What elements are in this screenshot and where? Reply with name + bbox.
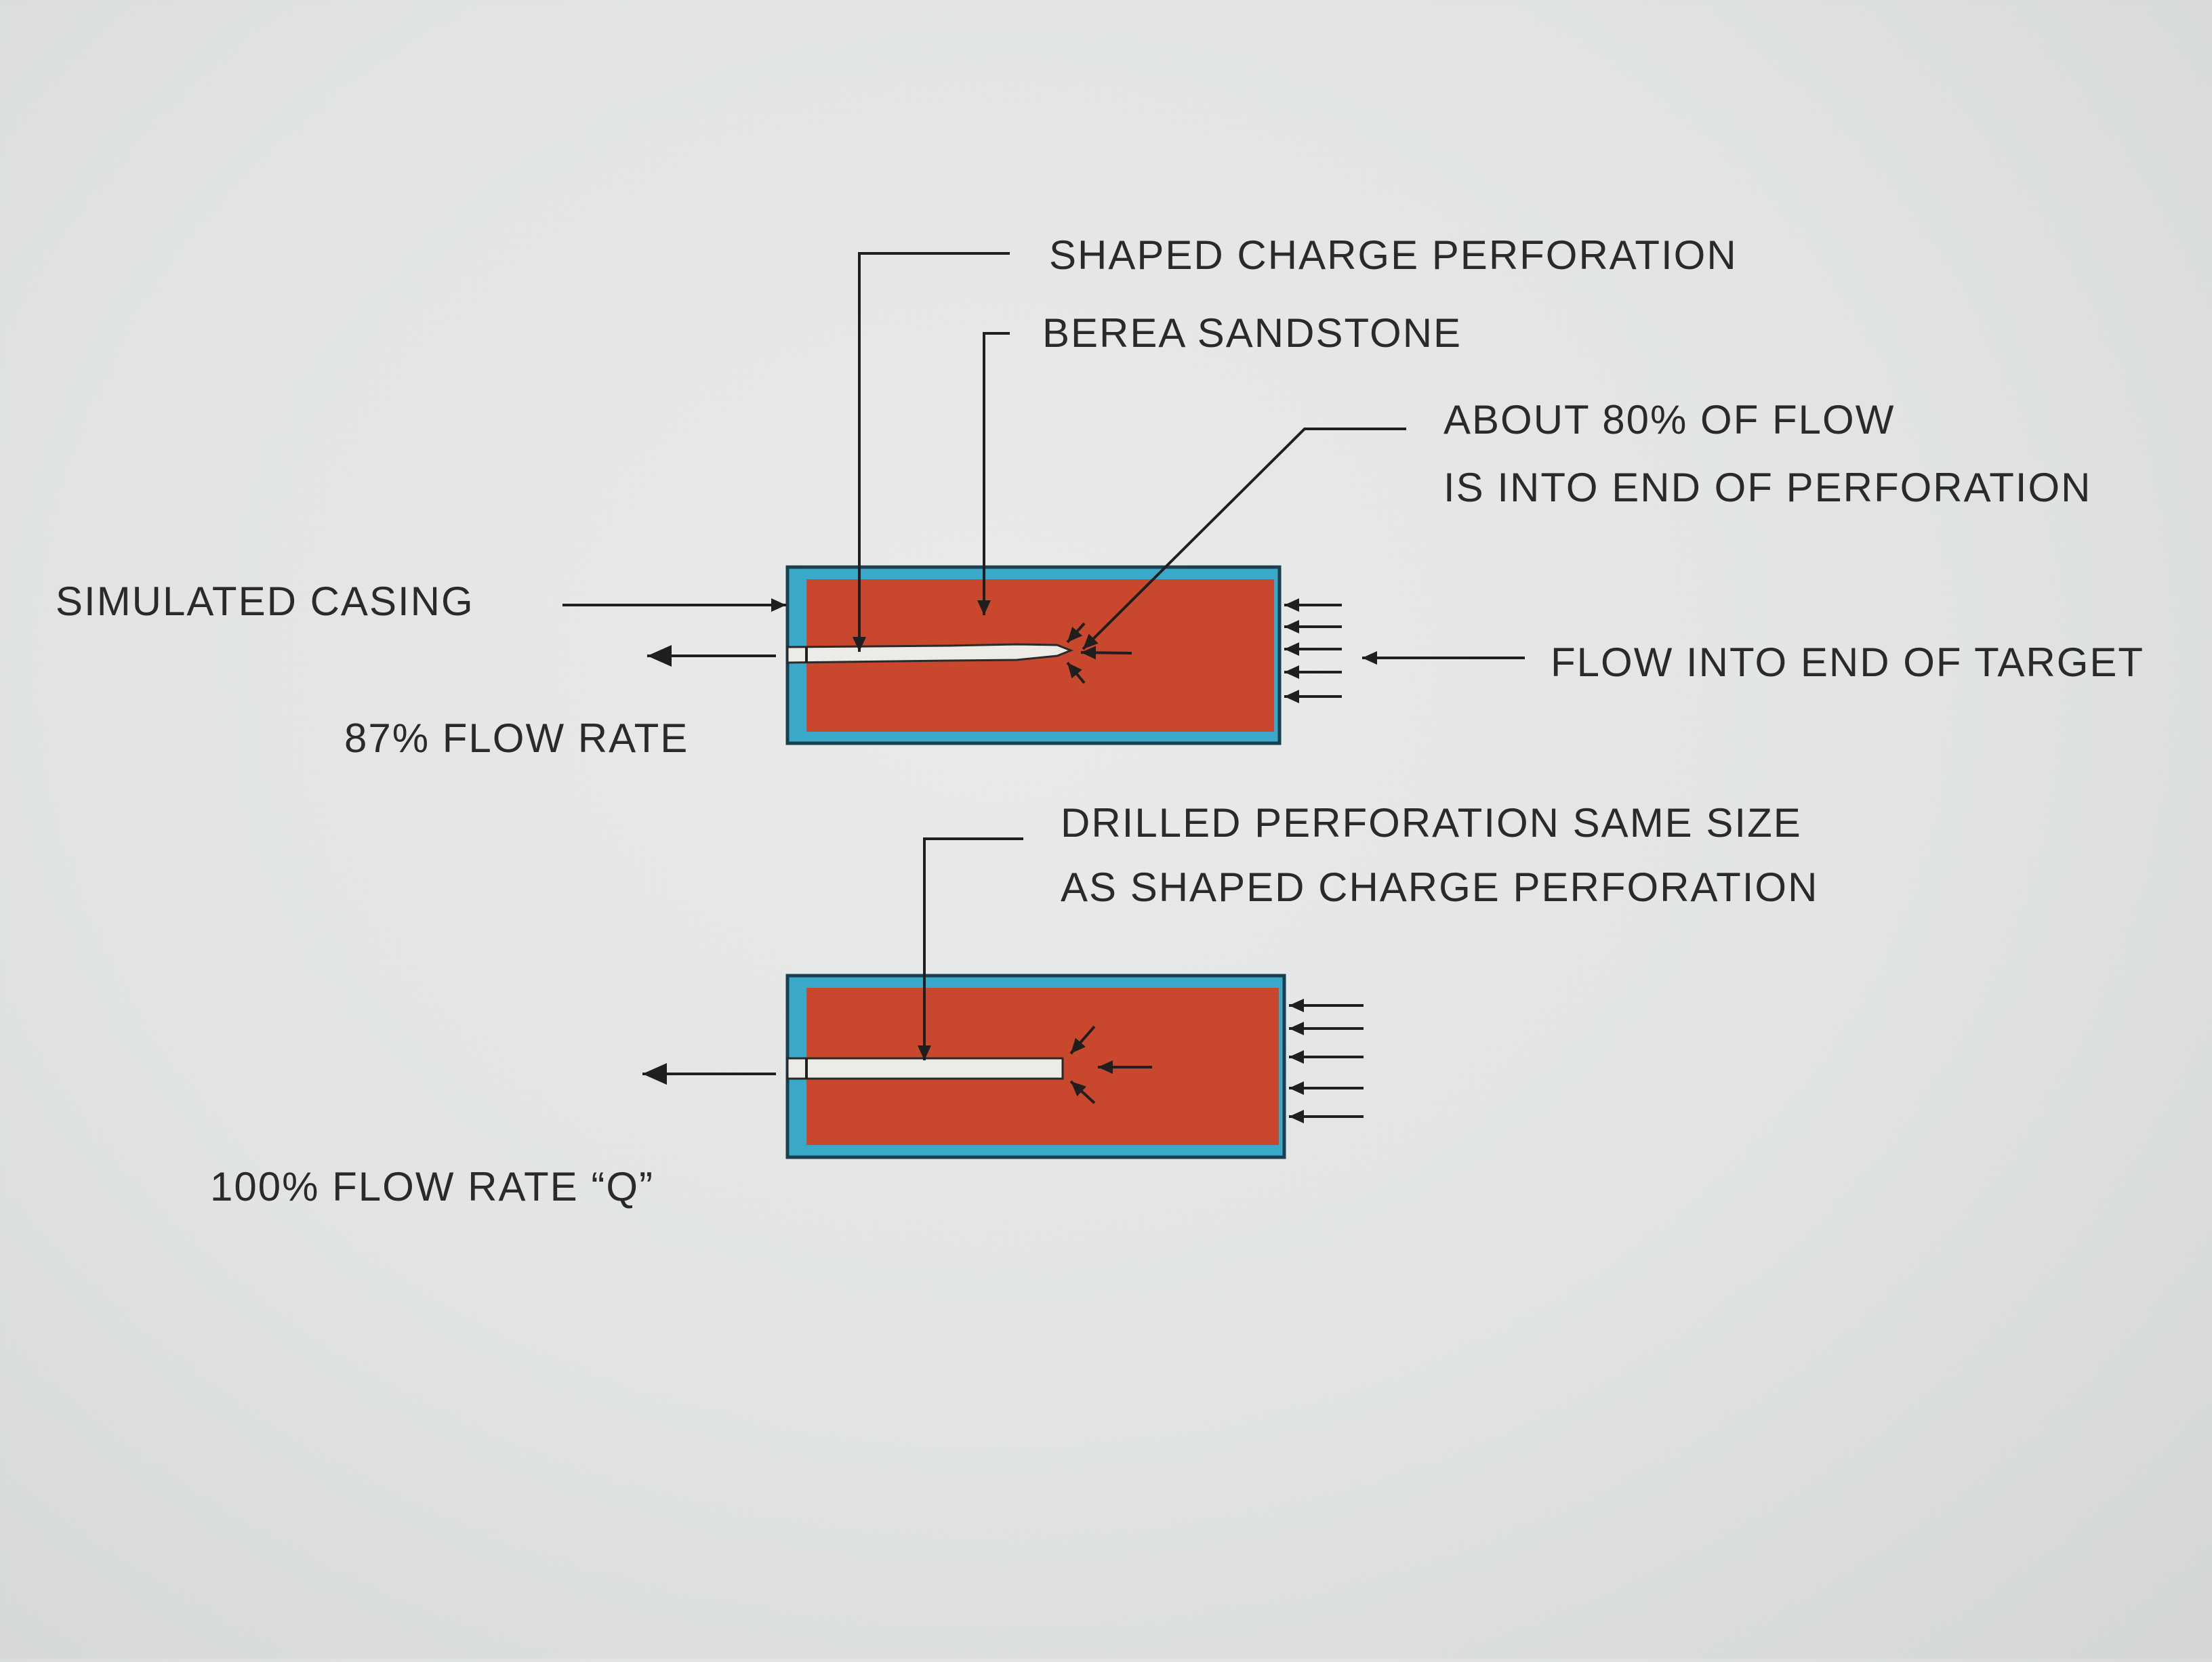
bottom-tip-arrow-upper [1069,1025,1096,1055]
label-flow-rate-100: 100% FLOW RATE “Q” [210,1164,654,1209]
label-about-80-line2: IS INTO END OF PERFORATION [1443,465,2092,510]
label-flow-rate-87: 87% FLOW RATE [344,715,689,761]
label-berea-sandstone: BEREA SANDSTONE [1042,310,1462,356]
drilled-target [785,974,1286,1159]
shaped-charge-leader [853,252,1010,652]
label-flow-into-end: FLOW INTO END OF TARGET [1551,640,2144,685]
label-about-80-line1: ABOUT 80% OF FLOW [1443,397,1895,442]
top-tip-arrow-lower [1066,661,1086,684]
label-drilled-line2: AS SHAPED CHARGE PERFORATION [1061,865,1818,910]
label-simulated-casing: SIMULATED CASING [56,579,474,624]
bottom-flow-arrows [642,999,1364,1123]
top-flow-arrows [647,598,1525,703]
shaped-charge-target [785,565,1282,745]
top-tip-arrow-center [1080,646,1132,660]
drilled-perforation-hole [786,1057,1064,1080]
drilled-leader [918,837,1023,1060]
about-80-leader [1082,428,1406,650]
label-drilled-line1: DRILLED PERFORATION SAME SIZE [1061,800,1802,846]
top-leaders [562,252,1406,652]
label-shaped-charge-perforation: SHAPED CHARGE PERFORATION [1049,232,1738,278]
top-tip-arrow-upper [1066,622,1086,644]
bottom-tip-arrow-lower [1069,1080,1096,1104]
berea-leader [977,332,1010,615]
